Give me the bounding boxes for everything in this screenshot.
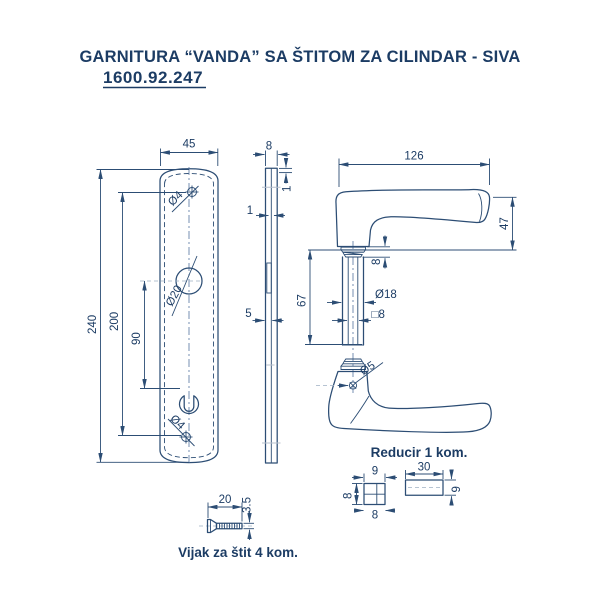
- dim-reducer-hole: 8: [372, 510, 378, 522]
- dim-side-thickness: 8: [266, 141, 272, 153]
- reducer-detail: Reducir 1 kom. 9 8 8 30 9: [343, 445, 468, 522]
- screw-threads: [219, 523, 240, 529]
- dim-plate-width: 45: [183, 139, 196, 151]
- drawing-title: GARNITURA “VANDA” SA ŠTITOM ZA CILINDAR …: [80, 47, 521, 66]
- dim-screw-diameter: 3.5: [242, 497, 254, 513]
- dim-handle-length: 126: [404, 151, 423, 163]
- plate-inner-contour: [164, 173, 214, 459]
- dim-cylinder-hole: Ø20: [164, 284, 185, 309]
- plate-front-view: Ø4 Ø20 Ø4 45 240 200 90: [87, 139, 219, 464]
- dim-handle-height: 47: [499, 217, 511, 230]
- handle-top-tip-contour: [478, 193, 483, 222]
- grub-screw-leader: [355, 362, 384, 383]
- dim-side-lip-top: 1: [282, 186, 294, 192]
- product-code: 1600.92.247: [103, 68, 203, 87]
- top-hole-leader: [171, 185, 199, 213]
- plate-side-view: 8 1 1 5: [245, 141, 294, 464]
- handle-top-outline: [335, 188, 491, 248]
- grub-screw: [348, 381, 358, 390]
- reducer-label: Reducir 1 kom.: [371, 445, 468, 460]
- header: GARNITURA “VANDA” SA ŠTITOM ZA CILINDAR …: [80, 47, 521, 89]
- dim-reducer-height: 9: [451, 486, 463, 492]
- reducer-bar: [404, 479, 444, 496]
- dim-reducer-length: 30: [418, 462, 431, 474]
- dim-spindle-length: 67: [297, 294, 309, 307]
- dim-rose: Ø18: [375, 289, 397, 301]
- screw-detail: 20 3.5 Vijak za štit 4 kom.: [178, 494, 298, 560]
- dim-square: □8: [372, 309, 385, 321]
- dim-side-lip-mid: 1: [247, 205, 253, 217]
- grub-screw-cross-2: [349, 381, 357, 390]
- bottom-hole-leader: [167, 418, 195, 447]
- handle-bottom-outline: [327, 370, 492, 433]
- dim-top-hole: Ø4: [166, 189, 186, 209]
- dim-reducer-side: 8: [343, 493, 355, 499]
- dim-hole-span: 200: [109, 312, 121, 331]
- handle-bottom-crease: [350, 395, 370, 424]
- screw-label: Vijak za štit 4 kom.: [178, 545, 298, 560]
- dim-cylinder-span: 90: [131, 332, 143, 345]
- side-cylinder-cutout: [266, 262, 272, 294]
- dim-bottom-hole: Ø4: [167, 413, 187, 433]
- handle-collar-bottom: [340, 358, 367, 370]
- dim-grub-screw: Ø5: [358, 360, 377, 378]
- dim-reducer-width: 9: [372, 466, 378, 478]
- handle-exploded-view: 126 47 8 Ø18 □8 67: [297, 151, 517, 433]
- dim-collar: 8: [371, 259, 383, 265]
- dim-screw-length: 20: [219, 494, 232, 506]
- cylinder-hole-leader: [171, 255, 198, 317]
- dim-side-base: 5: [245, 308, 251, 320]
- plate-keyhole: [178, 395, 200, 415]
- dim-plate-height: 240: [87, 315, 99, 334]
